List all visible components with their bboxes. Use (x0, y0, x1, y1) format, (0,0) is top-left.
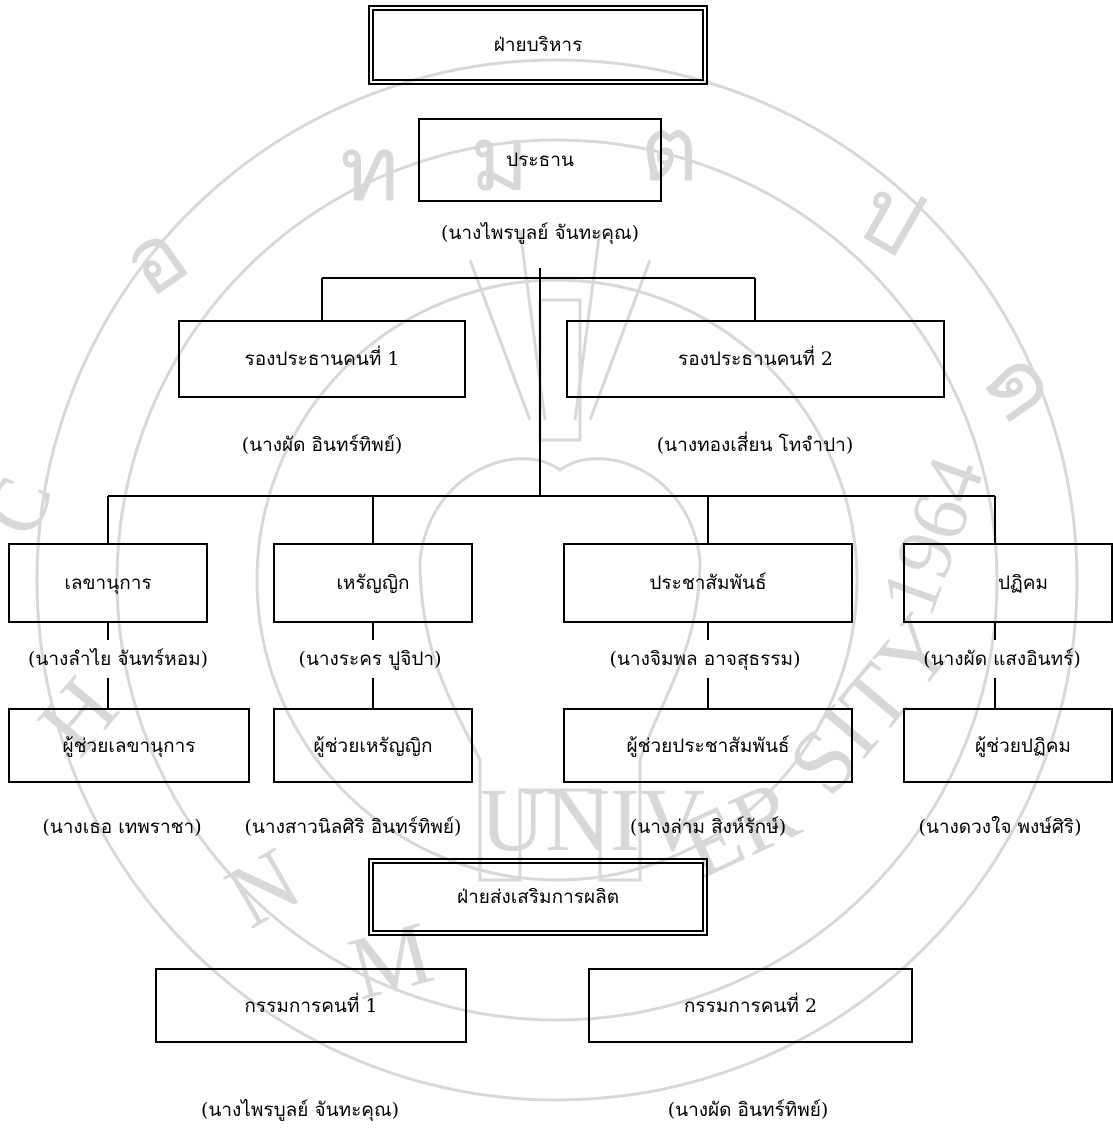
svg-text:อ: อ (105, 204, 206, 316)
treasurer-title: เหรัญญิก (336, 572, 410, 594)
secretary-name: (นางลำไย จันทร์หอม) (27, 648, 209, 670)
svg-text:ด: ด (964, 335, 1079, 440)
executive-section-box: ฝ่ายบริหาร (368, 5, 708, 85)
svg-text:ป: ป (840, 162, 939, 276)
committee-2-name: (นางผัด อินทร์ทิพย์) (667, 1099, 829, 1121)
assistant-treasurer-name: (นางสาวนิลศิริ อินทร์ทิพย์) (244, 816, 462, 838)
vice-chair-1-title: รองประธานคนที่ 1 (244, 348, 400, 370)
secretary-title: เลขานุการ (64, 572, 152, 594)
committee-1-name: (นางไพรบูลย์ จันทะคุณ) (200, 1099, 400, 1121)
assistant-hospitality-box: ผู้ช่วยปฏิคม (903, 708, 1113, 783)
svg-text:C: C (0, 466, 70, 546)
vice-chair-1-name: (นางผัด อินทร์ทิพย์) (241, 434, 403, 456)
chairman-box: ประธาน (418, 118, 662, 202)
chairman-name: (นางไพรบูลย์ จันทะคุณ) (440, 222, 640, 244)
hospitality-title: ปฏิคม (997, 572, 1049, 594)
assistant-treasurer-box: ผู้ช่วยเหรัญญิก (273, 708, 473, 783)
public-relations-box: ประชาสัมพันธ์ (563, 543, 853, 623)
production-section-label: ฝ่ายส่งเสริมการผลิต (456, 886, 620, 908)
committee-2-box: กรรมการคนที่ 2 (588, 968, 913, 1043)
assistant-secretary-box: ผู้ช่วยเลขานุการ (8, 708, 250, 783)
vice-chair-2-title: รองประธานคนที่ 2 (678, 348, 833, 370)
production-section-box: ฝ่ายส่งเสริมการผลิต (368, 858, 708, 936)
chairman-title: ประธาน (506, 149, 574, 171)
svg-text:N: N (211, 829, 317, 947)
secretary-box: เลขานุการ (8, 543, 208, 623)
hospitality-name: (นางผัด แสงอินทร์) (923, 648, 1081, 670)
svg-text:ท: ท (340, 121, 399, 220)
public-relations-name: (นางจิมพล อาจสุธรรม) (609, 648, 801, 670)
assistant-secretary-name: (นางเธอ เทพราชา) (42, 816, 202, 838)
executive-section-label: ฝ่ายบริหาร (493, 34, 583, 56)
assistant-hospitality-name: (นางดวงใจ พงษ์ศิริ) (918, 816, 1082, 838)
vice-chair-1-box: รองประธานคนที่ 1 (178, 320, 466, 398)
assistant-treasurer-title: ผู้ช่วยเหรัญญิก (313, 734, 433, 757)
committee-1-title: กรรมการคนที่ 1 (244, 994, 378, 1017)
vice-chair-2-box: รองประธานคนที่ 2 (566, 320, 945, 398)
hospitality-box: ปฏิคม (903, 543, 1113, 623)
assistant-public-relations-name: (นางล่าม สิงห์รักษ์) (629, 816, 787, 838)
vice-chair-2-name: (นางทองเสี่ยน โทจำปา) (656, 434, 854, 456)
assistant-secretary-title: ผู้ช่วยเลขานุการ (62, 734, 196, 757)
treasurer-name: (นางระคร ปูจิปา) (298, 648, 442, 670)
committee-1-box: กรรมการคนที่ 1 (155, 968, 467, 1043)
assistant-hospitality-title: ผู้ช่วยปฏิคม (975, 734, 1071, 757)
treasurer-box: เหรัญญิก (273, 543, 473, 623)
public-relations-title: ประชาสัมพันธ์ (649, 572, 767, 594)
committee-2-title: กรรมการคนที่ 2 (683, 994, 818, 1017)
assistant-public-relations-title: ผู้ช่วยประชาสัมพันธ์ (626, 734, 790, 757)
assistant-public-relations-box: ผู้ช่วยประชาสัมพันธ์ (563, 708, 853, 783)
